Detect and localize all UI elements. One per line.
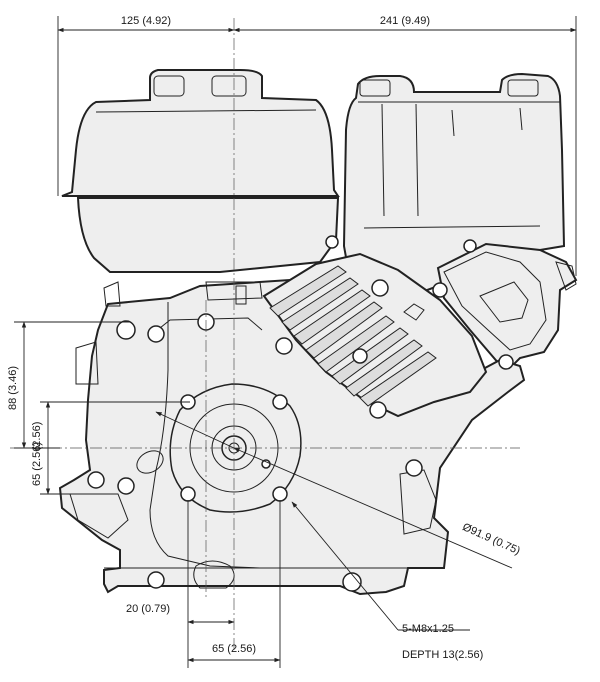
dim-pcd: Ø91.9 (0.75)	[461, 521, 522, 557]
recoil-knob	[153, 75, 185, 97]
dim-65-bottom: 65 (2.56)	[212, 643, 256, 655]
air-cleaner-knob	[211, 75, 247, 97]
dim-65-inner: (2.56)	[31, 422, 43, 451]
thread-spec: 5-M8x1.25	[402, 623, 454, 635]
dim-88: 88 (3.46)	[7, 366, 19, 410]
engine-details	[69, 75, 577, 589]
dim-241: 241 (9.49)	[380, 15, 430, 27]
dim-20: 20 (0.79)	[126, 603, 170, 615]
cylinder-head	[436, 242, 578, 374]
air-cleaner-cover	[61, 69, 340, 197]
mounting-bolts	[87, 235, 514, 592]
muffler-bracket	[205, 281, 263, 301]
thread-depth: DEPTH 13(2.56)	[402, 649, 483, 661]
dim-125: 125 (4.92)	[121, 15, 171, 27]
center-lines	[10, 18, 520, 650]
engine-outline	[58, 69, 578, 596]
cylinder-fins	[269, 265, 437, 407]
choke-lever	[75, 341, 99, 385]
air-cleaner-base	[76, 197, 340, 273]
fuel-tank	[342, 72, 566, 302]
dim-65-left: 65 (2.56)	[31, 442, 43, 486]
fuel-valve	[235, 285, 247, 305]
dimension-lines	[14, 16, 577, 668]
